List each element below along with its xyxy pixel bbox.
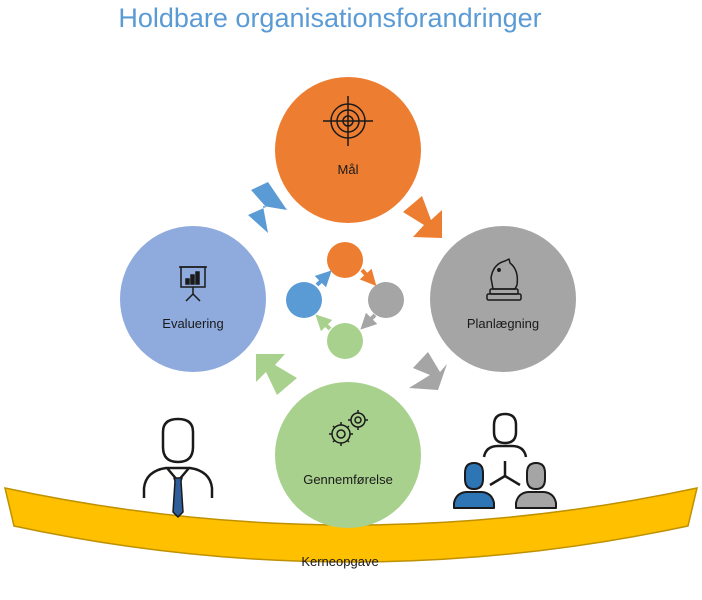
stage-planlaegning-label: Planlægning: [467, 316, 539, 331]
inner-circle-orange: [327, 242, 363, 278]
arrow-maal-to-planlaegning: [403, 196, 442, 238]
inner-circle-green: [327, 323, 363, 359]
presentation-chart-icon: [179, 266, 207, 302]
kerneopgave-base: [3, 487, 699, 563]
stage-gennemfoerelse-label: Gennemførelse: [303, 472, 393, 487]
inner-arrow-3: [315, 314, 333, 332]
inner-circle-blue: [286, 282, 322, 318]
inner-arrow-4: [314, 270, 332, 288]
chess-knight-icon: [486, 258, 522, 301]
stage-gennemfoerelse: Gennemførelse: [275, 382, 421, 528]
inner-arrow-2: [360, 312, 378, 330]
inner-circle-gray: [368, 282, 404, 318]
inner-arrow-1: [359, 268, 377, 286]
team-hierarchy-icon: [453, 412, 557, 509]
arrow-planlaegning-to-gennemfoerelse: [409, 352, 447, 390]
target-icon: [323, 96, 373, 146]
stage-maal: Mål: [275, 77, 421, 223]
stage-evaluering: Evaluering: [120, 226, 266, 372]
stage-evaluering-label: Evaluering: [162, 316, 223, 331]
arrow-evaluering-to-maal: [248, 182, 287, 233]
stage-maal-label: Mål: [338, 162, 359, 177]
businessman-icon: [142, 417, 214, 518]
gears-icon: [329, 410, 368, 446]
kerneopgave-label: Kerneopgave: [301, 554, 378, 569]
arrow-gennemfoerelse-to-evaluering: [256, 354, 297, 395]
page-title: Holdbare organisationsforandringer: [118, 3, 542, 33]
stage-planlaegning: Planlægning: [430, 226, 576, 372]
